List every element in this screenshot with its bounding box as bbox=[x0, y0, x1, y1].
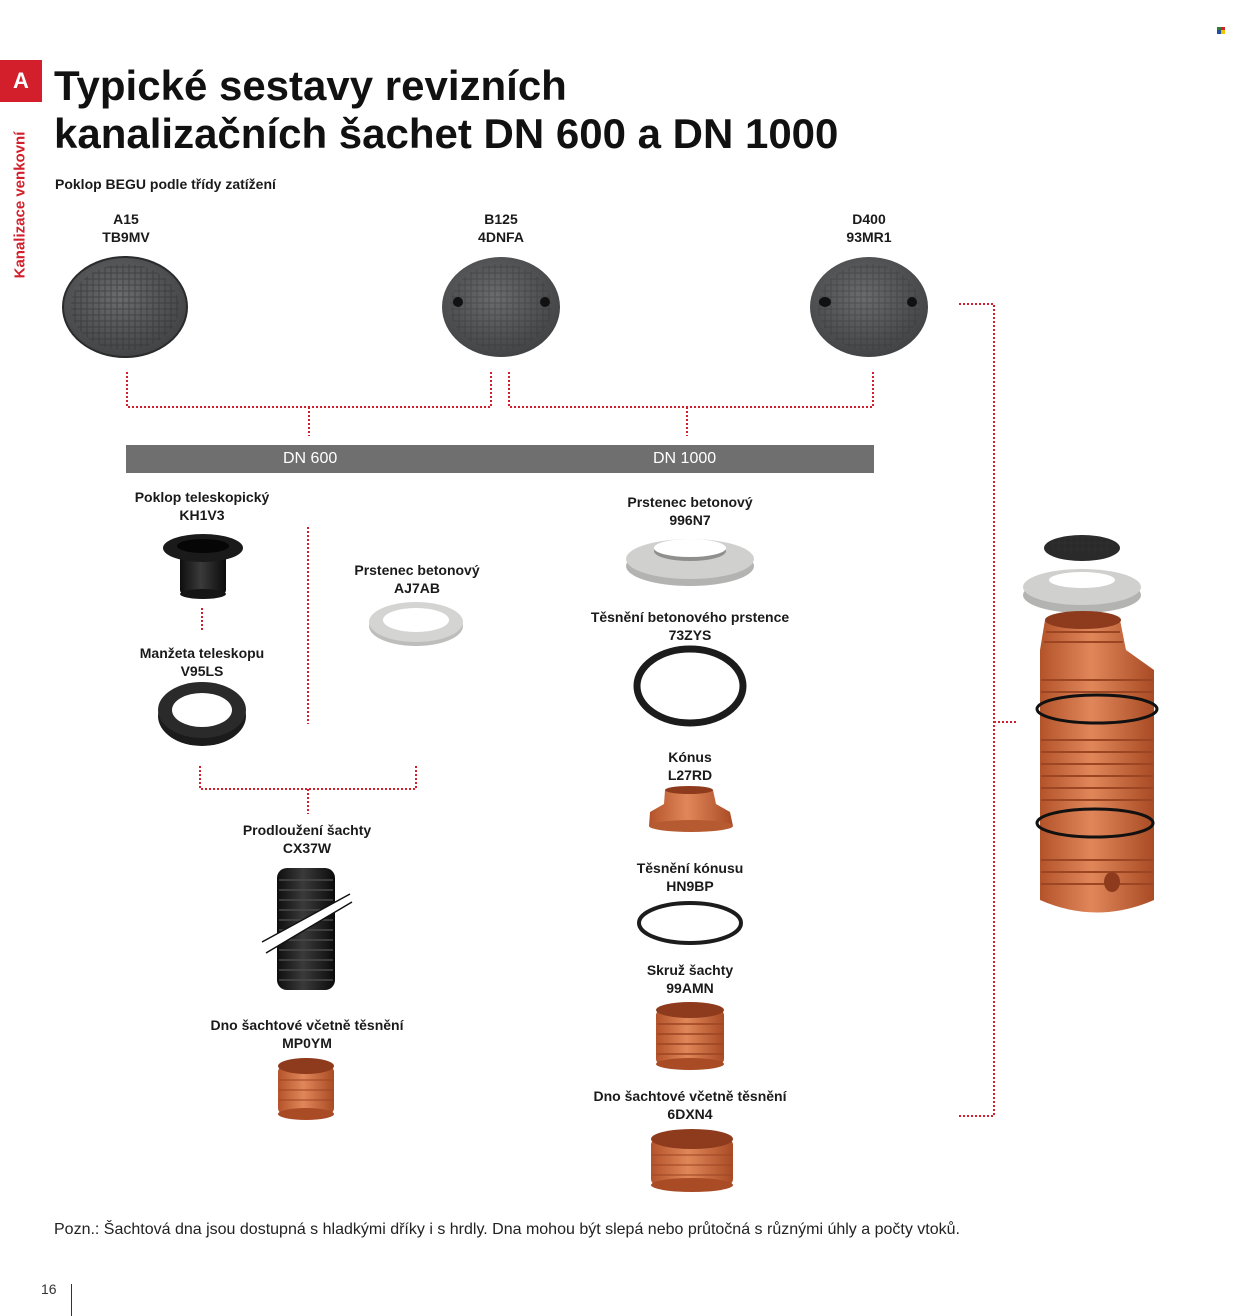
page-number: 16 bbox=[41, 1281, 57, 1297]
manhole-cover-icon bbox=[810, 257, 928, 357]
shaft-base-icon bbox=[278, 1058, 334, 1120]
shaft-ring-icon bbox=[656, 1002, 724, 1070]
telescopic-cover-icon bbox=[163, 534, 243, 599]
corner-marks bbox=[1217, 27, 1225, 34]
concrete-ring-icon bbox=[626, 539, 754, 586]
rubber-seal-icon bbox=[639, 903, 741, 943]
rubber-seal-icon bbox=[158, 682, 246, 746]
cone-icon bbox=[649, 786, 733, 832]
manhole-cover-icon bbox=[442, 257, 560, 357]
footnote: Pozn.: Šachtová dna jsou dostupná s hlad… bbox=[54, 1221, 960, 1239]
concrete-ring-icon bbox=[369, 602, 463, 646]
corrugated-pipe-icon bbox=[262, 868, 352, 990]
manhole-cover-icon bbox=[63, 257, 187, 357]
assembled-shaft-icon bbox=[1023, 535, 1157, 913]
connector-lines bbox=[127, 304, 1017, 1116]
page-number-divider bbox=[71, 1284, 72, 1316]
shaft-base-icon bbox=[651, 1129, 733, 1192]
rubber-seal-icon bbox=[637, 649, 743, 723]
